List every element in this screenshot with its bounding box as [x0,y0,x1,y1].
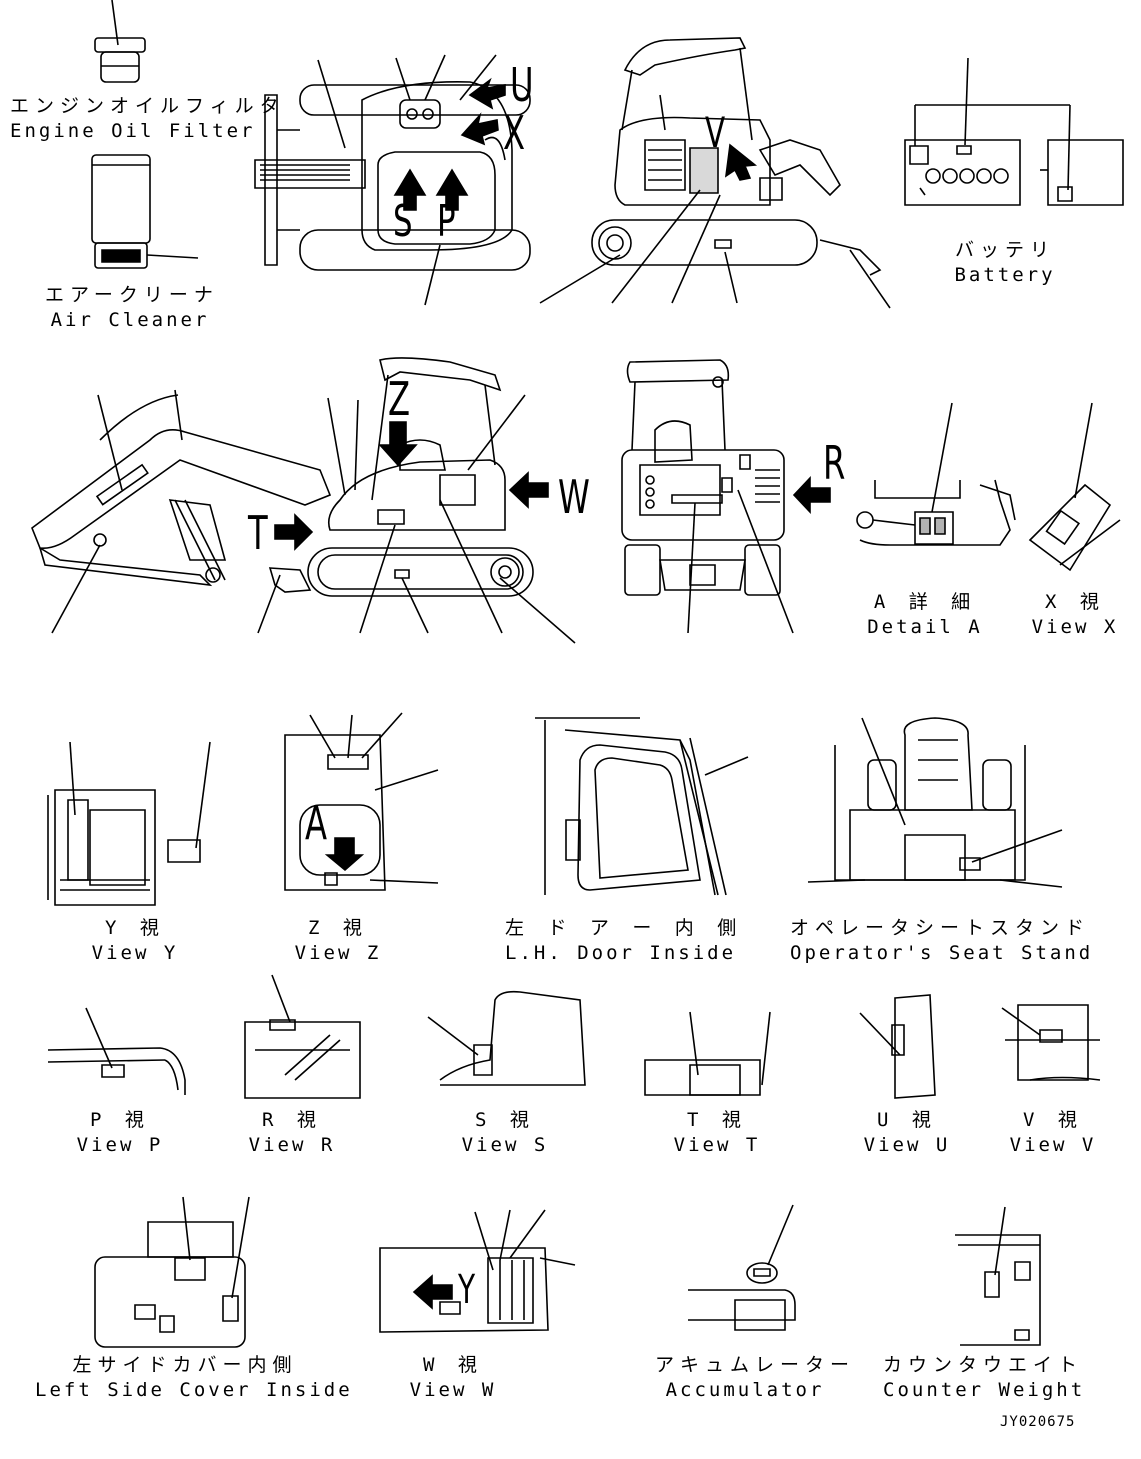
caption-view-r: R 視 View R [232,1108,352,1158]
view-letter-p: P [437,196,456,247]
caption-battery: バッテリ Battery [935,238,1075,288]
excavator-side-view-main [32,358,575,643]
caption-view-s-jp: S 視 [475,1109,535,1131]
caption-view-u-jp: U 視 [877,1109,937,1131]
caption-engine-oil-filter-jp: エンジンオイルフィルタ [10,95,285,117]
caption-view-v-jp: V 視 [1023,1109,1083,1131]
excavator-side-view-top [540,38,890,308]
caption-left-side-cover-inside-en: Left Side Cover Inside [35,1379,353,1401]
view-x-drawing [1030,403,1120,570]
caption-view-v: V 視 View V [993,1108,1113,1158]
view-letter-r: R [823,436,846,490]
operator-seat-stand-drawing [808,718,1062,887]
view-z-drawing [285,713,438,890]
excavator-top-view [255,55,530,305]
view-letter-u: U [510,58,534,112]
caption-view-z-jp: Z 視 [308,917,368,939]
left-side-cover-inside-drawing [95,1197,249,1347]
caption-view-t: T 視 View T [657,1108,777,1158]
caption-accumulator-jp: アキュムレーター [655,1354,856,1376]
counter-weight-drawing [955,1207,1040,1345]
caption-view-x-jp: X 視 [1045,591,1105,613]
caption-counter-weight: カウンタウエイト Counter Weight [883,1353,1083,1403]
caption-view-p: P 視 View P [60,1108,180,1158]
caption-lh-door-inside-en: L.H. Door Inside [505,942,737,964]
accumulator-drawing [688,1205,795,1330]
caption-view-s: S 視 View S [445,1108,565,1158]
caption-left-side-cover-inside: 左サイドカバー内側 Left Side Cover Inside [35,1353,353,1403]
caption-view-t-jp: T 視 [687,1109,747,1131]
caption-view-r-jp: R 視 [262,1109,322,1131]
caption-detail-a-en: Detail A [867,616,983,638]
caption-detail-a-jp: A 詳 細 [873,591,977,613]
caption-engine-oil-filter-en: Engine Oil Filter [10,120,256,142]
caption-view-y: Y 視 View Y [75,916,195,966]
view-letter-t: T [248,506,268,560]
view-t-drawing [645,1012,770,1095]
caption-view-y-jp: Y 視 [105,917,165,939]
caption-view-s-en: View S [461,1134,549,1156]
view-letter-s: S [393,196,413,247]
caption-operator-seat-stand: オペレータシートスタンド Operator's Seat Stand [790,916,1094,966]
view-r-drawing [245,975,360,1098]
caption-view-w: W 視 View W [393,1353,513,1403]
caption-battery-en: Battery [954,264,1056,286]
caption-view-t-en: View T [673,1134,761,1156]
caption-engine-oil-filter: エンジンオイルフィルタ Engine Oil Filter [10,94,285,144]
caption-air-cleaner-en: Air Cleaner [50,309,210,331]
caption-lh-door-inside: 左 ド ア ー 内 側 L.H. Door Inside [505,916,743,966]
view-u-drawing [860,995,935,1098]
lh-door-inside-drawing [535,718,748,895]
caption-view-r-en: View R [248,1134,336,1156]
caption-view-v-en: View V [1009,1134,1097,1156]
view-w-drawing [380,1210,575,1332]
caption-battery-jp: バッテリ [954,239,1055,261]
view-v-drawing [1002,1005,1100,1080]
view-letter-a: A [305,796,328,850]
caption-counter-weight-en: Counter Weight [883,1379,1086,1401]
battery-drawing [905,58,1123,205]
caption-view-p-en: View P [76,1134,164,1156]
caption-counter-weight-jp: カウンタウエイト [883,1354,1084,1376]
excavator-rear-view [622,360,830,633]
view-letter-v: V [705,108,726,157]
view-s-drawing [428,992,585,1085]
caption-left-side-cover-inside-jp: 左サイドカバー内側 [72,1354,298,1376]
caption-lh-door-inside-jp: 左 ド ア ー 内 側 [505,917,743,939]
caption-air-cleaner-jp: エアークリーナ [45,284,219,306]
view-y-drawing [48,742,210,905]
caption-view-u-en: View U [863,1134,951,1156]
view-letter-w: W [558,470,590,524]
caption-operator-seat-stand-jp: オペレータシートスタンド [790,917,1091,939]
view-letter-x: X [503,106,526,160]
caption-view-y-en: View Y [91,942,179,964]
caption-view-z-en: View Z [294,942,382,964]
caption-view-w-en: View W [409,1379,497,1401]
view-letter-z: Z [388,372,411,426]
caption-detail-a: A 詳 細 Detail A [860,590,990,640]
caption-accumulator-en: Accumulator [665,1379,825,1401]
caption-view-z: Z 視 View Z [278,916,398,966]
view-letter-y: Y [458,1267,476,1313]
detail-a-drawing [857,403,1015,545]
caption-view-w-jp: W 視 [423,1354,483,1376]
caption-view-x: X 視 View X [1020,590,1130,640]
caption-operator-seat-stand-en: Operator's Seat Stand [790,942,1094,964]
engine-oil-filter-drawing [95,0,145,82]
air-cleaner-drawing [92,155,198,268]
drawing-code: JY020675 [1000,1414,1076,1430]
caption-air-cleaner: エアークリーナ Air Cleaner [45,283,215,333]
view-p-drawing [48,1008,185,1095]
caption-view-p-jp: P 視 [90,1109,150,1131]
caption-accumulator: アキュムレーター Accumulator [655,1353,856,1403]
caption-view-x-en: View X [1031,616,1119,638]
caption-view-u: U 視 View U [847,1108,967,1158]
